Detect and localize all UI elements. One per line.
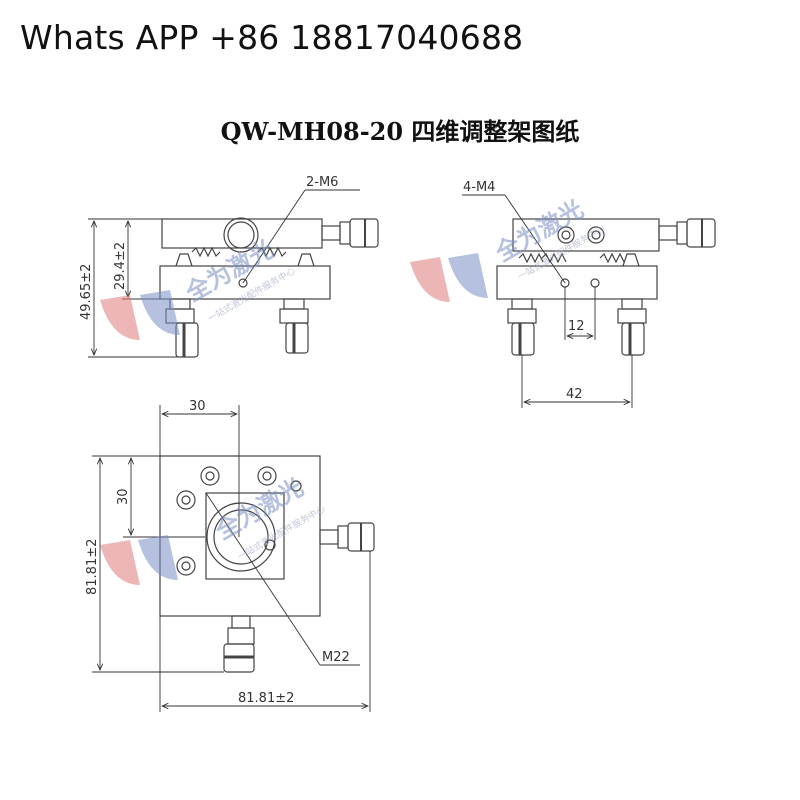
front-top-plate <box>161 218 323 249</box>
top-dim-width: 81.81±2 <box>238 691 294 706</box>
top-label-thread: M22 <box>322 650 350 665</box>
spring-left <box>191 246 221 258</box>
watermark-brand-3: 全为激光 <box>210 473 308 546</box>
front-dim-height-top: 29.4±2 <box>113 242 128 290</box>
watermark-brand-1: 全为激光 <box>180 235 278 308</box>
front-bottom-plate <box>159 265 331 300</box>
side-bottom-plate <box>496 265 658 300</box>
top-view <box>159 455 375 673</box>
side-label-holes: 4-M4 <box>463 180 495 195</box>
contact-header: Whats APP +86 18817040688 <box>20 18 524 57</box>
front-mount-ring <box>223 217 259 253</box>
front-dim-height-total: 49.65±2 <box>79 264 94 320</box>
side-view <box>462 194 716 356</box>
spring-right <box>257 246 287 258</box>
front-label-holes: 2-M6 <box>306 175 338 190</box>
side-dim-hole-spacing: 12 <box>568 319 585 334</box>
top-dim-offset-y: 30 <box>116 488 131 505</box>
side-dimensions <box>521 287 633 408</box>
top-dim-offset-x: 30 <box>189 399 206 414</box>
top-dimensions <box>92 405 371 712</box>
watermark-logo <box>100 253 488 585</box>
top-view-inner-frame <box>205 492 285 580</box>
side-dim-width: 42 <box>566 387 583 402</box>
top-dim-height: 81.81±2 <box>85 539 100 595</box>
drawing-title: QW-MH08-20 四维调整架图纸 <box>220 117 580 146</box>
front-view <box>159 189 379 358</box>
